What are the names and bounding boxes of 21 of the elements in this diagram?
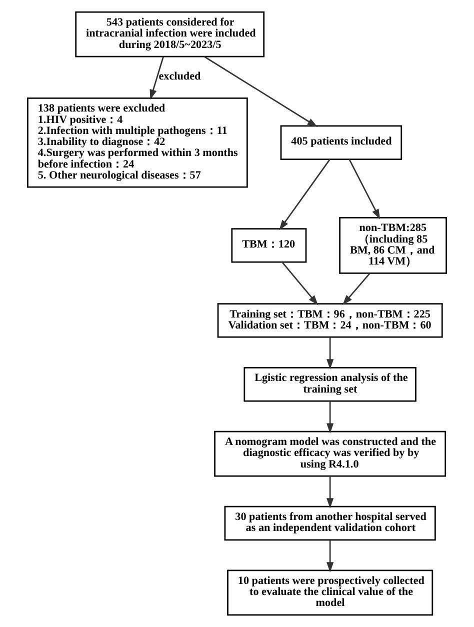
edge-label: excluded [158, 70, 201, 82]
arrow [282, 262, 318, 306]
arrow [342, 273, 370, 306]
arrow [326, 337, 334, 370]
node-box: non-TBM:285 （including 85 BM, 86 CM，and 114 VM） [339, 216, 447, 274]
node-box: 405 patients included [280, 125, 402, 160]
arrow [326, 401, 334, 434]
node-box: 138 patients were excluded 1.HIV positive：4 2.Infection with multiple pathogens：11 3.Inability to diagnose：42 4.Surgery was performed within 3 months before infection：24 5. Other neurological diseases：57 [27, 98, 248, 188]
node-box: Lgistic regression analysis of the training set [244, 366, 416, 402]
arrow [348, 159, 380, 220]
node-box: TBM：120 [231, 228, 307, 263]
node-box: A nomogram model was constructed and the diagnostic efficacy was verified by by using R4.1.0 [214, 430, 446, 477]
node-box: 10 patients were prospectively collected to evaluate the clinical value of the model [227, 570, 434, 616]
arrow [326, 540, 334, 572]
node-box: 543 patients considered for intracranial infection were included during 2018/5~2023/5 [75, 11, 265, 58]
arrow [150, 56, 164, 100]
arrow [204, 56, 318, 128]
node-box: 30 patients from another hospital served as an independent validation cohort [224, 506, 436, 541]
node-box: Training set：TBM：96，non-TBM：225 Validation set：TBM：24，non-TBM：60 [217, 303, 443, 338]
arrow [279, 158, 330, 230]
arrow [326, 476, 334, 508]
